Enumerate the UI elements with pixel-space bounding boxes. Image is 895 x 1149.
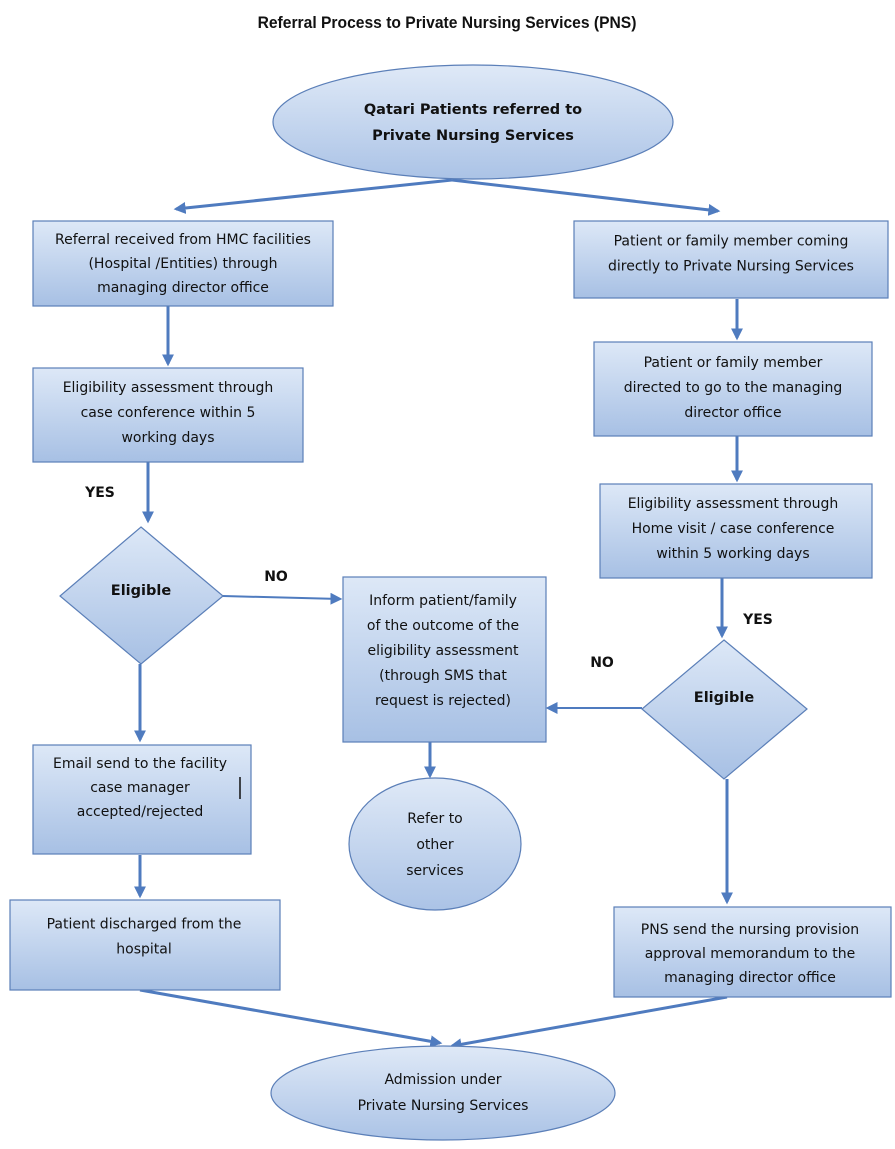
node-text-line: services [406, 863, 463, 879]
node-text-line: of the outcome of the [367, 618, 519, 634]
node-text-line: Private Nursing Services [358, 1098, 529, 1114]
node-inform: Inform patient/family of the outcome of t… [342, 576, 547, 743]
node-text-line: Eligible [694, 690, 755, 706]
edge-discharged-to-admission [139, 988, 443, 1048]
node-text-line: Eligibility assessment through [63, 380, 274, 396]
node-eligibility-left-text: Eligibility assessment through case confe… [63, 380, 274, 446]
edges [134, 178, 743, 1051]
node-directed-md-text: Patient or family member directed to go t… [624, 355, 843, 421]
node-text-line: Eligibility assessment through [628, 496, 839, 512]
node-text-line: directly to Private Nursing Services [608, 259, 854, 275]
node-text-line: other [416, 837, 454, 853]
node-discharged-text: Patient discharged from the hospital [47, 917, 242, 958]
node-text-line: within 5 working days [656, 546, 809, 562]
node-text-line: Eligible [111, 583, 172, 599]
node-text-line: case conference within 5 [81, 405, 256, 421]
node-text-line: Private Nursing Services [372, 128, 574, 144]
node-text-line: managing director office [664, 970, 836, 986]
node-start: Qatari Patients referred to Private Nursi… [272, 64, 674, 180]
node-text-line: request is rejected) [375, 693, 511, 709]
node-text-line: eligibility assessment [368, 643, 519, 659]
node-text-line: (through SMS that [379, 668, 507, 684]
node-eligible-right-text: Eligible [694, 690, 755, 706]
node-text-line: approval memorandum to the [645, 946, 856, 962]
node-patient-direct: Patient or family member coming directly … [573, 220, 889, 299]
node-eligible-left: Eligible [59, 526, 224, 665]
node-text-line: working days [121, 430, 214, 446]
node-email-text: Email send to the facility case manager ac… [53, 756, 227, 820]
node-text-line: directed to go to the managing [624, 380, 843, 396]
node-text-line: Email send to the facility [53, 756, 227, 772]
node-referral-hmc: Referral received from HMC facilities (Ho… [32, 220, 334, 307]
edge-start-to-referral [173, 178, 453, 214]
node-referral-hmc-text: Referral received from HMC facilities (Ho… [55, 232, 311, 296]
node-pns-memo-text: PNS send the nursing provision approval m… [641, 922, 859, 986]
edge-eligible-no-to-inform [222, 592, 343, 605]
node-text-line: Patient or family member [644, 355, 823, 371]
node-refer: Refer to other services [348, 777, 522, 911]
node-text-line: accepted/rejected [77, 804, 203, 820]
node-text-line: managing director office [97, 280, 269, 296]
node-start-text: Qatari Patients referred to Private Nursi… [364, 102, 582, 144]
node-directed-md: Patient or family member directed to go t… [593, 341, 873, 437]
edge-start-to-patient-direct [451, 178, 721, 216]
node-text-line: Refer to [407, 811, 463, 827]
node-text-line: Patient discharged from the [47, 917, 242, 933]
diagram-title: Referral Process to Private Nursing Serv… [258, 13, 637, 32]
edge-label-yes-left: YES [84, 485, 115, 501]
node-pns-memo: PNS send the nursing provision approval m… [613, 906, 892, 998]
node-text-line: Patient or family member coming [614, 234, 849, 250]
node-eligible-left-text: Eligible [111, 583, 172, 599]
node-refer-text: Refer to other services [406, 811, 463, 879]
node-email: Email send to the facility case manager ac… [32, 744, 252, 855]
edge-label-no-right: NO [590, 655, 614, 671]
node-inform-text: Inform patient/family of the outcome of t… [367, 593, 519, 709]
edge-memo-to-admission [449, 995, 728, 1051]
node-discharged: Patient discharged from the hospital [9, 899, 281, 991]
node-eligible-right: Eligible [641, 639, 808, 780]
node-text-line: hospital [116, 942, 171, 958]
node-patient-direct-text: Patient or family member coming directly … [608, 234, 854, 275]
node-text-line: case manager [90, 780, 190, 796]
node-text-line: Inform patient/family [369, 593, 517, 609]
node-text-line: (Hospital /Entities) through [88, 256, 277, 272]
node-text-line: PNS send the nursing provision [641, 922, 859, 938]
node-text-line: Qatari Patients referred to [364, 102, 582, 118]
node-text-line: Admission under [384, 1072, 501, 1088]
edge-label-yes-right: YES [742, 612, 773, 628]
node-text-line: director office [684, 405, 781, 421]
node-text-line: Home visit / case conference [632, 521, 835, 537]
edge-label-no-left: NO [264, 569, 288, 585]
node-text-line: Referral received from HMC facilities [55, 232, 311, 248]
node-eligibility-left: Eligibility assessment through case confe… [32, 367, 304, 463]
